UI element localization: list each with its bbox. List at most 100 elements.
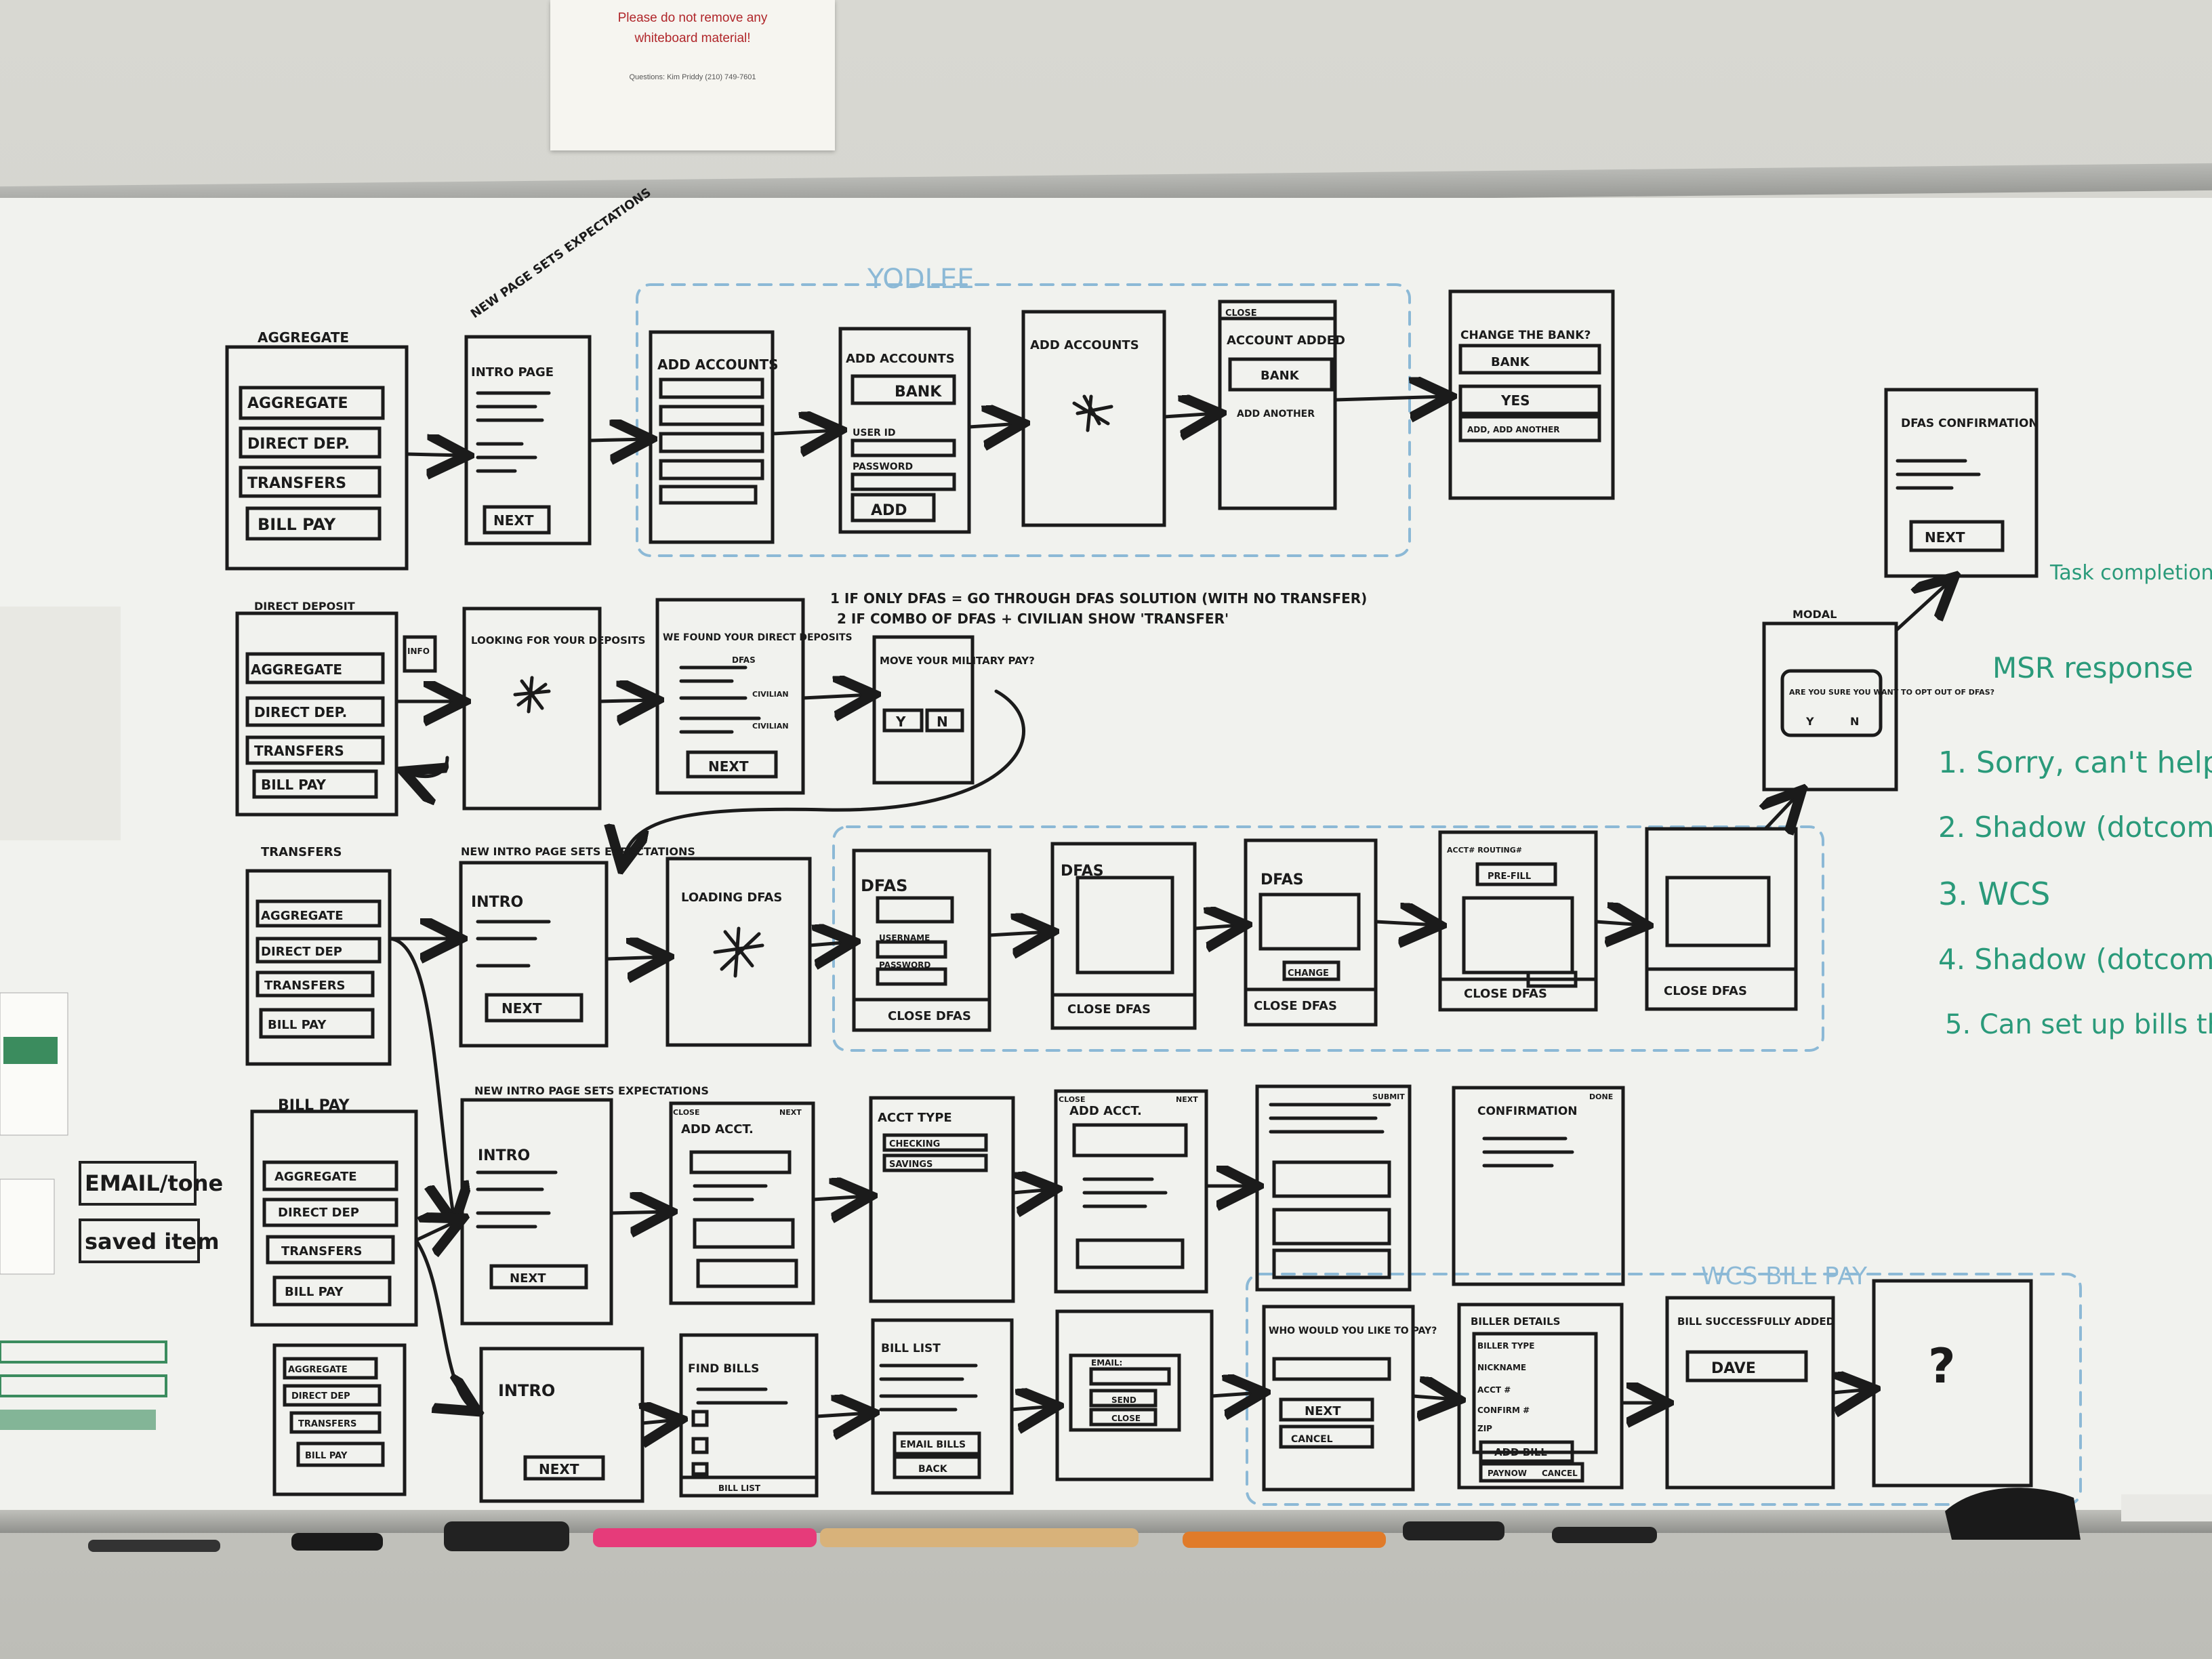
sticky-email: EMAIL/tone: [85, 1170, 223, 1196]
r2-note-2: 2 IF COMBO OF DFAS + CIVILIAN SHOW 'TRAN…: [837, 611, 1229, 627]
note-msr-response: MSR response: [1992, 651, 2193, 684]
r2-info-box: [403, 635, 437, 673]
r4-add2-title: ADD ACCT.: [1069, 1104, 1142, 1118]
r2-menu-3: BILL PAY: [261, 777, 327, 793]
r5-who-cancel: CANCEL: [1291, 1434, 1333, 1445]
paper-corner: [2121, 1494, 2212, 1521]
group-label-wcs: WCS BILL PAY: [1701, 1263, 1868, 1290]
r5-find-title: FIND BILLS: [688, 1362, 759, 1376]
r3-dfas4-close: CLOSE DFAS: [1464, 987, 1547, 1001]
r3-dfas2-title: DFAS: [1061, 863, 1104, 880]
r3-dfas1-user: USERNAME: [879, 933, 930, 943]
r4-intro-next: NEXT: [510, 1271, 546, 1286]
r2-menu-1: DIRECT DEP.: [254, 704, 347, 720]
r1-added-frame: [1218, 300, 1337, 510]
r1-added-title: ACCOUNT ADDED: [1227, 333, 1345, 348]
r1-change-title: CHANGE THE BANK?: [1460, 329, 1591, 342]
r5-menu-0: AGGREGATE: [288, 1365, 348, 1375]
r4-add-title: ADD ACCT.: [681, 1122, 754, 1136]
r3-dfas3-change: CHANGE: [1288, 968, 1329, 979]
note-item-3: 3. WCS: [1938, 876, 2050, 912]
r3-dfas3-frame: [1244, 838, 1378, 1027]
r2-found-a: DFAS: [732, 655, 756, 665]
marker-orange: [820, 1528, 1139, 1547]
marker-black: [88, 1540, 220, 1552]
r5-who-title: WHO WOULD YOU LIKE TO PAY?: [1269, 1326, 1437, 1336]
r1-menu-frame: [225, 345, 409, 571]
do-not-remove-sign: Please do not remove any whiteboard mate…: [550, 0, 835, 150]
marker-pink: [593, 1528, 817, 1547]
r3-dfas2-close: CLOSE DFAS: [1067, 1002, 1151, 1017]
r5-biller-add: ADD BILL: [1494, 1446, 1547, 1458]
r5-who-next: NEXT: [1305, 1404, 1341, 1418]
r3-note: NEW INTRO PAGE SETS EXPECTATIONS: [461, 845, 695, 858]
r1-menu-2: TRANSFERS: [247, 475, 346, 492]
r5-email-label: EMAIL:: [1091, 1358, 1122, 1368]
r2-menu-0: AGGREGATE: [251, 661, 342, 678]
r5-biller-f2: ACCT #: [1477, 1385, 1511, 1395]
r1-added-close: CLOSE: [1225, 308, 1257, 319]
sticky-saved: saved item: [85, 1229, 220, 1254]
r3-dfas1-close: CLOSE DFAS: [888, 1009, 971, 1023]
r1-title: AGGREGATE: [258, 329, 349, 346]
r5-biller-title: BILLER DETAILS: [1471, 1315, 1560, 1328]
r5-intro-next: NEXT: [539, 1461, 579, 1477]
r1-intro-title: INTRO PAGE: [471, 365, 554, 380]
r3-dfas5-close: CLOSE DFAS: [1664, 984, 1747, 998]
r2-note-1: 1 IF ONLY DFAS = GO THROUGH DFAS SOLUTIO…: [830, 590, 1367, 607]
r2-modal-frame: [1762, 621, 1898, 792]
r5-biller-f4: ZIP: [1477, 1424, 1492, 1433]
r4-title: BILL PAY: [278, 1097, 350, 1114]
r5-biller-cancel: CANCEL: [1542, 1469, 1578, 1478]
r2-move-y: Y: [895, 714, 906, 730]
r3-menu-frame: [245, 869, 392, 1066]
r5-menu-frame: [272, 1343, 407, 1496]
r5-list-title: BILL LIST: [881, 1342, 941, 1355]
r1-add2-title: ADD ACCOUNTS: [846, 352, 955, 366]
r4-type-b: SAVINGS: [889, 1160, 933, 1170]
r1-menu-3: BILL PAY: [258, 515, 336, 534]
left-green-box-1: [0, 1340, 167, 1364]
sign-line-3: Questions: Kim Priddy (210) 749-7601: [629, 73, 756, 81]
r1-change-bank: BANK: [1491, 355, 1530, 369]
r3-intro-frame: [459, 861, 609, 1048]
r1-add1-title: ADD ACCOUNTS: [657, 356, 779, 373]
sticky-email-box: [79, 1161, 197, 1206]
r1-added-bank: BANK: [1261, 369, 1300, 383]
r2-found-next: NEXT: [708, 758, 749, 775]
r4-submit: SUBMIT: [1372, 1092, 1405, 1101]
r2-menu-frame: [235, 611, 398, 817]
sign-line-1: Please do not remove any: [617, 11, 768, 25]
r1-change-frame: [1448, 289, 1615, 500]
r1-note: NEW PAGE SETS EXPECTATIONS: [468, 186, 654, 322]
r5-intro-title: INTRO: [498, 1381, 555, 1400]
r3-intro-title: INTRO: [471, 894, 523, 911]
marker-orange-2: [1183, 1532, 1386, 1548]
r1-add2-bank: BANK: [895, 384, 942, 401]
r1-conf-next: NEXT: [1925, 529, 1965, 546]
sign-line-2: whiteboard material!: [634, 31, 751, 45]
note-item-1: 1. Sorry, can't help: [1938, 745, 2212, 780]
r1-conf-title: DFAS CONFIRMATION: [1901, 417, 2039, 430]
r1-change-another: ADD, ADD ANOTHER: [1467, 425, 1560, 434]
left-paper-2: [0, 1179, 55, 1275]
r2-modal-n: N: [1850, 715, 1859, 728]
r4-conf-title: CONFIRMATION: [1477, 1105, 1578, 1118]
cloth-eraser: [1945, 1488, 2081, 1540]
marker-green-2: [1552, 1527, 1657, 1543]
r4-type-title: ACCT TYPE: [878, 1111, 952, 1125]
r3-title: TRANSFERS: [261, 845, 342, 859]
r3-menu-1: DIRECT DEP: [261, 945, 342, 959]
r3-menu-2: TRANSFERS: [264, 979, 346, 993]
r4-type-frame: [869, 1096, 1015, 1303]
r5-menu-1: DIRECT DEP: [291, 1391, 350, 1401]
r3-intro-next: NEXT: [501, 1000, 542, 1017]
r4-add2-next: NEXT: [1176, 1095, 1198, 1104]
r4-menu-1: DIRECT DEP: [278, 1206, 359, 1220]
note-item-4: 4. Shadow (dotcom: [1938, 943, 2212, 976]
r2-looking: LOOKING FOR YOUR DEPOSITS: [471, 634, 645, 647]
r5-question-mark: ?: [1928, 1338, 1956, 1394]
left-printout-graphic: [3, 1037, 58, 1064]
r2-modal-text: ARE YOU SURE YOU WANT TO OPT OUT OF DFAS…: [1789, 688, 1994, 697]
